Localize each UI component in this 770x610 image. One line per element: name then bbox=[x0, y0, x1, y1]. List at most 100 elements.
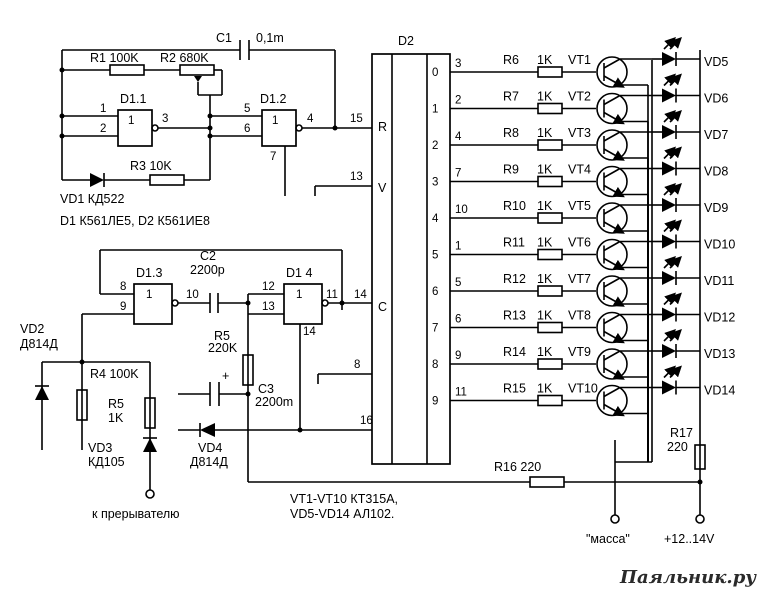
transistor-collector bbox=[603, 58, 621, 69]
transistor-label: VT5 bbox=[568, 199, 591, 213]
resistor-value: 1K bbox=[537, 53, 553, 67]
svg-text:13: 13 bbox=[350, 171, 363, 183]
transistor-collector bbox=[603, 167, 621, 179]
led-label: VD6 bbox=[704, 92, 728, 106]
base-resistor bbox=[537, 66, 563, 78]
resistor-value: 1K bbox=[537, 90, 553, 104]
c1-label: C1 bbox=[216, 31, 232, 45]
svg-text:13: 13 bbox=[262, 301, 275, 313]
base-resistor bbox=[537, 358, 563, 370]
led-diode bbox=[662, 380, 676, 395]
base-resistor bbox=[537, 394, 563, 407]
output-pin-number: 7 bbox=[455, 168, 461, 180]
output-pin-number: 1 bbox=[455, 241, 461, 253]
resistor-label: R6 bbox=[503, 53, 519, 67]
led-label: VD12 bbox=[704, 311, 735, 325]
svg-text:15: 15 bbox=[350, 113, 363, 125]
c2-value: 2200p bbox=[190, 263, 225, 277]
led-diode bbox=[662, 52, 676, 66]
transistor-collector bbox=[603, 240, 621, 252]
vd1-label: VD1 КД522 bbox=[60, 192, 124, 206]
led-emission-arrow bbox=[669, 219, 682, 233]
npn-transistor bbox=[596, 275, 628, 307]
chip-types-note: D1 К561ЛЕ5, D2 К561ИЕ8 bbox=[60, 214, 210, 228]
led-label: VD9 bbox=[704, 201, 728, 215]
r5a-label: R5 bbox=[214, 329, 230, 343]
output-pin-number: 10 bbox=[455, 204, 468, 216]
transistor-collector bbox=[603, 313, 621, 325]
npn-transistor bbox=[596, 92, 628, 125]
led-diode bbox=[662, 88, 676, 103]
transistor-label: VT7 bbox=[568, 272, 591, 286]
watermark: Паяльник.ру bbox=[619, 567, 757, 588]
r5b-value: 1K bbox=[108, 411, 124, 425]
vd4-type: Д814Д bbox=[190, 455, 228, 469]
transistor-emitter bbox=[603, 367, 625, 380]
npn-transistor bbox=[596, 348, 628, 380]
svg-text:16: 16 bbox=[360, 415, 373, 427]
output-pin-number: 6 bbox=[455, 314, 461, 326]
r4-label: R4 100K bbox=[90, 367, 139, 381]
vd3-type: КД105 bbox=[88, 455, 125, 469]
output-pin-number: 2 bbox=[455, 95, 461, 107]
resistor-label: R10 bbox=[503, 199, 526, 213]
svg-text:9: 9 bbox=[120, 301, 126, 313]
r1-label: R1 100K bbox=[90, 51, 139, 65]
output-pin-number: 11 bbox=[455, 387, 467, 399]
svg-text:5: 5 bbox=[244, 103, 250, 115]
base-resistor bbox=[537, 212, 563, 224]
ground-label: "масса" bbox=[586, 532, 630, 546]
transistor-types-note: VT1-VT10 КТ315А, bbox=[290, 492, 398, 506]
led-types-note: VD5-VD14 АЛ102. bbox=[290, 507, 394, 521]
resistor-value: 1K bbox=[537, 309, 553, 323]
led-label: VD7 bbox=[704, 128, 728, 142]
led-label: VD8 bbox=[704, 165, 728, 179]
d2-output-2: 2 bbox=[432, 140, 438, 152]
vd2-label: VD2 bbox=[20, 322, 44, 336]
svg-text:6: 6 bbox=[244, 123, 250, 135]
base-resistor bbox=[537, 175, 563, 188]
led-emission-arrow bbox=[669, 292, 682, 306]
d2-pin-c: C bbox=[378, 300, 387, 314]
npn-transistor bbox=[596, 238, 628, 271]
resistor-label: R12 bbox=[503, 272, 526, 286]
svg-text:1: 1 bbox=[272, 115, 278, 127]
svg-text:1: 1 bbox=[128, 115, 134, 127]
transistor-collector bbox=[603, 131, 621, 142]
c2-label: C2 bbox=[200, 249, 216, 263]
r3-label: R3 10K bbox=[130, 159, 172, 173]
transistor-emitter bbox=[603, 330, 625, 344]
output-pin-number: 3 bbox=[455, 58, 461, 70]
d14-label: D1 4 bbox=[286, 266, 312, 280]
timer-section: C1 0,1m R1 100K R2 680K 1 D1.1 1 2 3 1 D… bbox=[59, 31, 372, 228]
d2-counter: D2 R V C bbox=[371, 34, 451, 465]
transistor-emitter bbox=[603, 75, 625, 88]
led-diode bbox=[662, 271, 676, 285]
resistor-label: R13 bbox=[503, 309, 526, 323]
npn-transistor bbox=[596, 56, 628, 88]
resistor-value: 1K bbox=[537, 126, 553, 140]
led-emission-arrow bbox=[669, 329, 682, 342]
transistor-label: VT4 bbox=[568, 163, 591, 177]
c3-value: 2200m bbox=[255, 395, 293, 409]
led-emission-arrow bbox=[669, 110, 682, 123]
d2-label: D2 bbox=[398, 34, 414, 48]
breaker-terminal-label: к прерывателю bbox=[92, 507, 180, 521]
led-emission-arrow bbox=[669, 365, 682, 379]
vd3-label: VD3 bbox=[88, 441, 112, 455]
transistor-collector bbox=[603, 94, 621, 106]
svg-text:3: 3 bbox=[162, 113, 168, 125]
led-label: VD13 bbox=[704, 347, 735, 361]
svg-text:1: 1 bbox=[296, 289, 302, 301]
resistor-value: 1K bbox=[537, 236, 553, 250]
d2-output-6: 6 bbox=[432, 286, 438, 298]
transistor-label: VT1 bbox=[568, 53, 591, 67]
d11-label: D1.1 bbox=[120, 92, 146, 106]
led-label: VD14 bbox=[704, 384, 735, 398]
base-resistor bbox=[537, 139, 563, 151]
d2-pin-v: V bbox=[378, 181, 387, 195]
d2-pin-r: R bbox=[378, 120, 387, 134]
base-resistor bbox=[537, 285, 563, 297]
vd2-type: Д814Д bbox=[20, 337, 58, 351]
